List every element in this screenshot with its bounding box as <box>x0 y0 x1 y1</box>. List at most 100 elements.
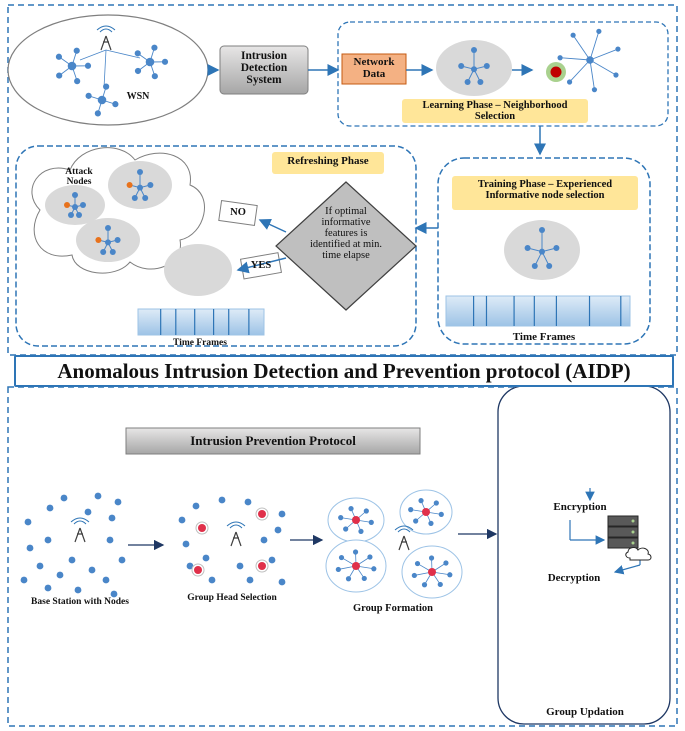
sensor-node <box>428 520 434 526</box>
sensor-node <box>73 47 80 54</box>
sensor-node <box>596 28 602 34</box>
sensor-node <box>471 47 477 53</box>
group-head-node <box>352 516 360 524</box>
hub-node <box>586 56 594 64</box>
antenna-icon <box>100 35 112 51</box>
wsn-ellipse <box>7 14 209 126</box>
sensor-node <box>202 554 210 562</box>
learning-phase-label: Learning Phase – Neighborhood Selection <box>422 100 568 123</box>
sensor-node <box>147 182 154 188</box>
sensor-node <box>60 494 68 502</box>
sensor-node <box>102 576 110 584</box>
decryption-label: Decryption <box>547 572 601 584</box>
encryption-label: Encryption <box>553 501 607 513</box>
sensor-node <box>55 53 63 60</box>
network-data-label: Network Data <box>353 56 395 80</box>
sensor-node <box>208 576 216 584</box>
sensor-node <box>464 79 471 85</box>
antenna-icon <box>398 535 410 551</box>
group-head-node <box>258 510 266 518</box>
sensor-node <box>108 514 116 522</box>
training-phase-label: Training Phase – Experienced Informative… <box>477 179 613 202</box>
sensor-node <box>368 519 374 525</box>
sensor-node <box>46 504 54 512</box>
sensor-node <box>345 576 352 582</box>
sensor-node <box>358 528 364 534</box>
sensor-node <box>134 67 142 75</box>
sensor-node <box>114 237 121 243</box>
group-head-label: Group Head Selection <box>187 593 277 603</box>
sensor-node <box>477 79 484 85</box>
ids-label: Intrusion Detection System <box>240 50 288 87</box>
sensor-node <box>151 44 158 51</box>
sensor-node <box>348 506 354 512</box>
sensor-node <box>268 556 276 564</box>
sensor-node <box>68 212 74 218</box>
sensor-node <box>44 584 52 592</box>
sensor-node <box>438 511 444 517</box>
antenna-icon <box>230 531 242 547</box>
learning-phase-box <box>337 21 669 127</box>
training-phase-box <box>437 157 651 345</box>
sensor-node <box>84 62 92 69</box>
sensor-node <box>64 202 70 208</box>
sensor-node <box>421 582 428 588</box>
sensor-node <box>137 184 143 191</box>
sensor-node <box>178 516 186 524</box>
sensor-node <box>105 225 111 231</box>
sensor-node <box>418 498 424 504</box>
sensor-node <box>338 554 345 561</box>
sensor-node <box>483 63 490 69</box>
main-title-banner: Anomalous Intrusion Detection and Preven… <box>14 355 674 387</box>
sensor-node <box>106 536 114 544</box>
sensor-node <box>103 83 110 90</box>
sensor-node <box>557 55 563 61</box>
sensor-node <box>137 169 143 175</box>
sensor-node <box>343 526 349 532</box>
sensor-node <box>72 192 78 198</box>
sensor-node <box>114 498 122 506</box>
no-label: NO <box>230 207 246 218</box>
hub-node <box>67 61 77 71</box>
sensor-node <box>36 562 44 570</box>
hub-node <box>145 57 155 67</box>
sensor-node <box>246 576 254 584</box>
network-data-box <box>341 53 407 85</box>
sensor-node <box>151 73 158 80</box>
hub-node <box>97 95 107 105</box>
time-frames-right <box>445 295 631 327</box>
sensor-node <box>94 492 102 500</box>
sensor-node <box>371 566 377 572</box>
sensor-node <box>72 204 78 210</box>
sensor-node <box>570 32 576 38</box>
sensor-node <box>134 50 141 57</box>
wsn-label: WSN <box>126 91 150 102</box>
sensor-node <box>236 562 244 570</box>
sensor-node <box>24 518 32 526</box>
group-head-node <box>352 562 360 570</box>
sensor-node <box>338 515 344 521</box>
sensor-node <box>613 72 619 78</box>
sensor-node <box>74 586 82 594</box>
sensor-node <box>80 202 86 208</box>
sensor-node <box>88 566 96 574</box>
sensor-node <box>105 239 111 246</box>
group-head-node <box>428 568 436 576</box>
sensor-node <box>192 502 200 510</box>
sensor-node <box>84 508 92 516</box>
sensor-node <box>408 507 414 513</box>
decision-text: If optimal informative features is ident… <box>309 206 383 262</box>
sensor-node <box>274 526 282 534</box>
sensor-node <box>68 556 76 564</box>
sensor-node <box>335 566 341 573</box>
prevention-protocol-label: Intrusion Prevention Protocol <box>190 433 356 448</box>
group-formation-label: Group Formation <box>352 603 434 614</box>
group-updation-label: Group Updation <box>546 706 624 718</box>
main-title: Anomalous Intrusion Detection and Preven… <box>57 358 631 383</box>
sensor-node <box>278 578 286 586</box>
sensor-node <box>94 110 101 117</box>
sensor-node <box>142 195 149 201</box>
sensor-node <box>244 498 252 506</box>
sensor-node <box>539 248 545 255</box>
